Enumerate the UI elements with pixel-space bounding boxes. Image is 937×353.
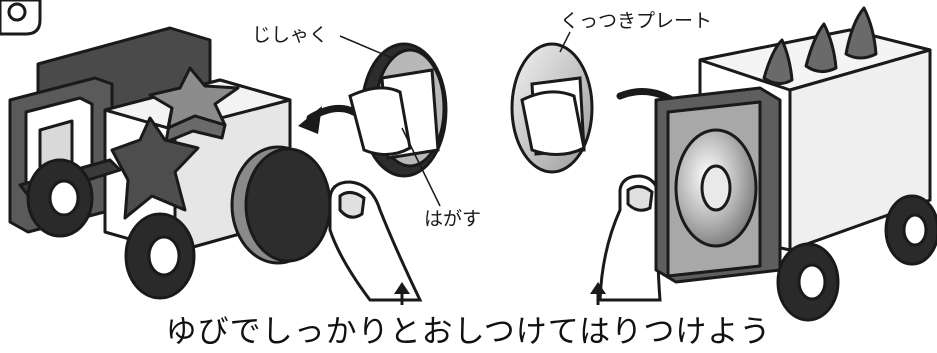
right-toy-vehicle — [654, 6, 937, 322]
plate-leader-line — [559, 31, 571, 53]
peel-leader-line — [401, 127, 441, 207]
magnet-leader-line — [339, 35, 393, 59]
magnet-label: じしゃく — [252, 24, 329, 46]
finger-left — [328, 180, 423, 302]
plate-disc — [510, 42, 594, 174]
up-arrow-left — [394, 282, 410, 305]
up-arrow-right — [590, 282, 606, 305]
plate-label: くっつきプレート — [560, 10, 713, 32]
magnet-disc — [348, 42, 448, 178]
left-toy-vehicle — [8, 26, 332, 300]
peel-label: はがす — [424, 208, 482, 230]
instruction-caption: ゆびでしっかりとおしつけてはりつけよう — [165, 314, 772, 350]
step-badge — [0, 0, 42, 36]
curved-arrow-left — [298, 105, 364, 134]
finger-right — [598, 174, 662, 302]
